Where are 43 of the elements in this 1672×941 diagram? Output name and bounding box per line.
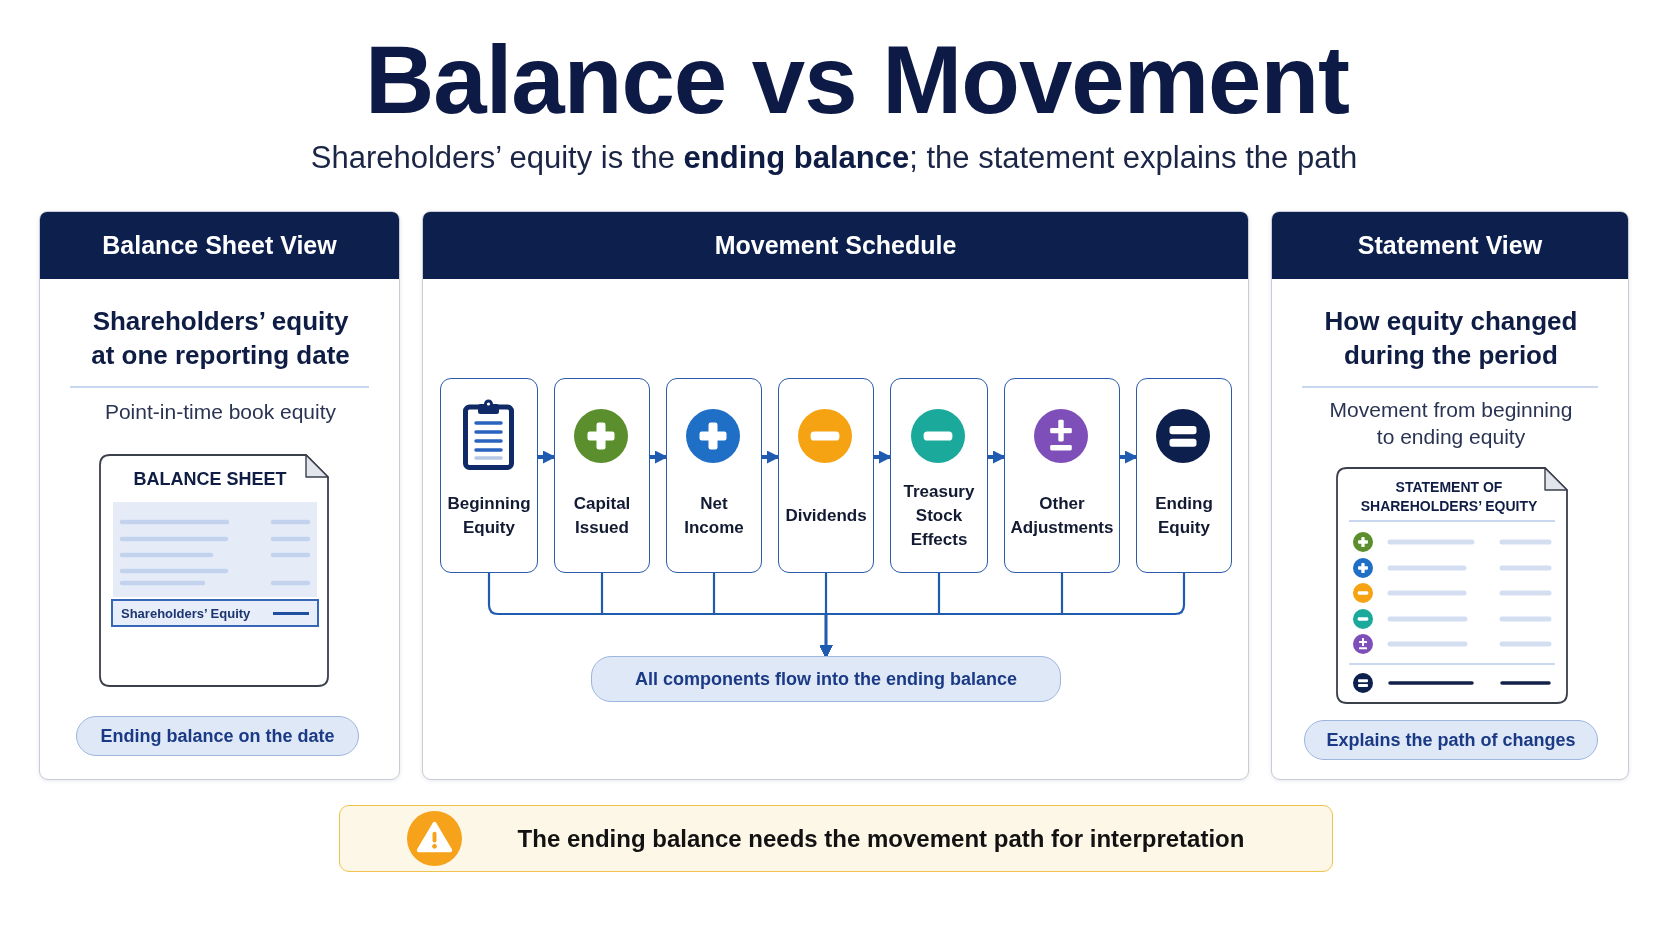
title: Balance vs Movement — [364, 30, 1350, 130]
panel-header: Balance Sheet View — [40, 212, 399, 279]
step-label: Beginning Equity — [446, 493, 532, 539]
step-card — [666, 378, 762, 573]
banner-text: The ending balance needs the movement path for interpretation — [517, 824, 1245, 853]
step-card — [1136, 378, 1232, 573]
subtitle: Shareholders’ equity is the ending balance; the statement explains the path — [310, 140, 1358, 176]
step-card — [778, 378, 874, 573]
summary-pill: Explains the path of changes — [1304, 720, 1598, 760]
highlighted-row — [111, 599, 319, 627]
arrow — [538, 450, 556, 464]
arrow — [762, 450, 780, 464]
arrow — [874, 450, 892, 464]
step-label: Dividends — [785, 505, 867, 527]
panel-subtitle: Point-in-time book equity — [103, 399, 338, 425]
step-label: Other Adjustments — [1009, 493, 1115, 539]
document-title: BALANCE SHEET — [132, 468, 288, 490]
step-card — [890, 378, 988, 573]
step-card — [554, 378, 650, 573]
step-card — [1004, 378, 1120, 573]
summary-pill: Ending balance on the date — [76, 716, 359, 756]
step-label: Treasury Stock Effects — [902, 481, 976, 551]
arrow — [1120, 450, 1138, 464]
document-title: STATEMENT OF SHAREHOLDERS’ EQUITY — [1359, 478, 1539, 516]
document-sheet — [99, 454, 329, 687]
step-label: Capital Issued — [572, 493, 632, 539]
document-sheet — [1336, 467, 1568, 704]
panel-header: Statement View — [1272, 212, 1628, 279]
panel-card — [1271, 211, 1629, 780]
panel-card — [39, 211, 400, 780]
panel-card — [422, 211, 1249, 780]
callout-banner — [339, 805, 1333, 872]
panel-heading: Shareholders’ equity at one reporting date — [90, 305, 351, 372]
arrow — [988, 450, 1006, 464]
row-label: Shareholders’ Equity — [121, 605, 251, 621]
step-label: Net Income — [683, 493, 745, 539]
summary-pill: All components flow into the ending balance — [591, 656, 1061, 702]
step-label: Ending Equity — [1154, 493, 1214, 539]
panel-heading: How equity changed during the period — [1323, 305, 1579, 372]
arrow — [650, 450, 668, 464]
panel-subtitle: Movement from beginning to ending equity — [1328, 397, 1574, 450]
step-card — [440, 378, 538, 573]
panel-header: Movement Schedule — [423, 212, 1248, 279]
